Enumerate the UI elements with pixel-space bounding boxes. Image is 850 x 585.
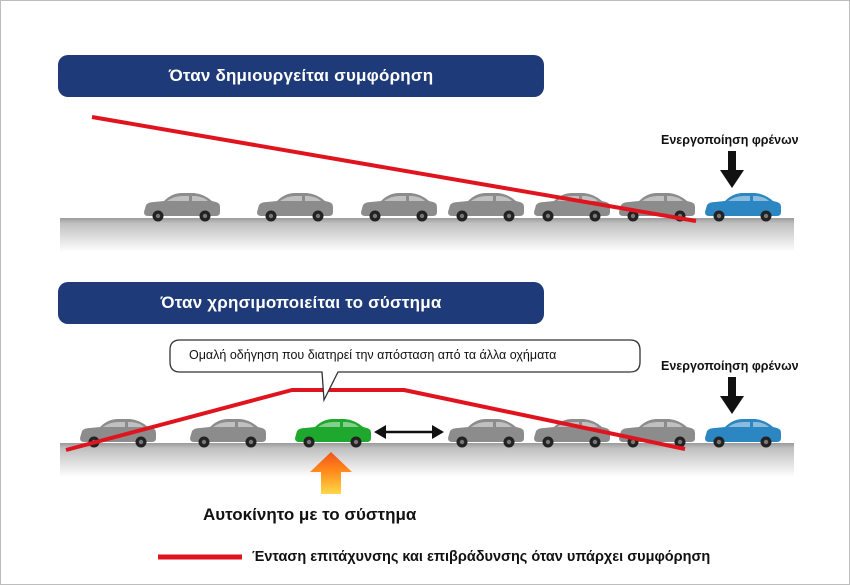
system-car-label: Αυτοκίνητο με το σύστημα xyxy=(203,505,417,524)
brake-arrow-top xyxy=(720,151,744,188)
scenario-congestion-title: Όταν δημιουργείται συμφόρηση xyxy=(58,55,544,97)
car-top-5 xyxy=(534,193,610,222)
brake-label-top: Ενεργοποίηση φρένων xyxy=(661,133,799,147)
car-top-4 xyxy=(448,193,524,222)
distance-arrow xyxy=(374,425,444,439)
scenario-system-title: Όταν χρησιμοποιείται το σύστημα xyxy=(58,282,544,324)
road-top xyxy=(60,218,794,252)
intensity-line-bottom xyxy=(65,388,686,452)
system-car-arrow xyxy=(310,452,352,494)
brake-arrow-bottom xyxy=(720,377,744,414)
speech-bubble xyxy=(169,339,641,403)
road-bottom xyxy=(60,443,794,477)
car-top-3 xyxy=(361,193,437,222)
car-top-1 xyxy=(144,193,220,222)
speech-bubble-text: Ομαλή οδήγηση που διατηρεί την απόσταση … xyxy=(189,348,557,362)
brake-label-bottom: Ενεργοποίηση φρένων xyxy=(661,359,799,373)
car-top-braking xyxy=(705,193,781,222)
legend-label: Ένταση επιτάχυνσης και επιβράδυνσης όταν… xyxy=(252,549,711,565)
car-top-2 xyxy=(257,193,333,222)
intensity-line-top xyxy=(91,115,697,223)
